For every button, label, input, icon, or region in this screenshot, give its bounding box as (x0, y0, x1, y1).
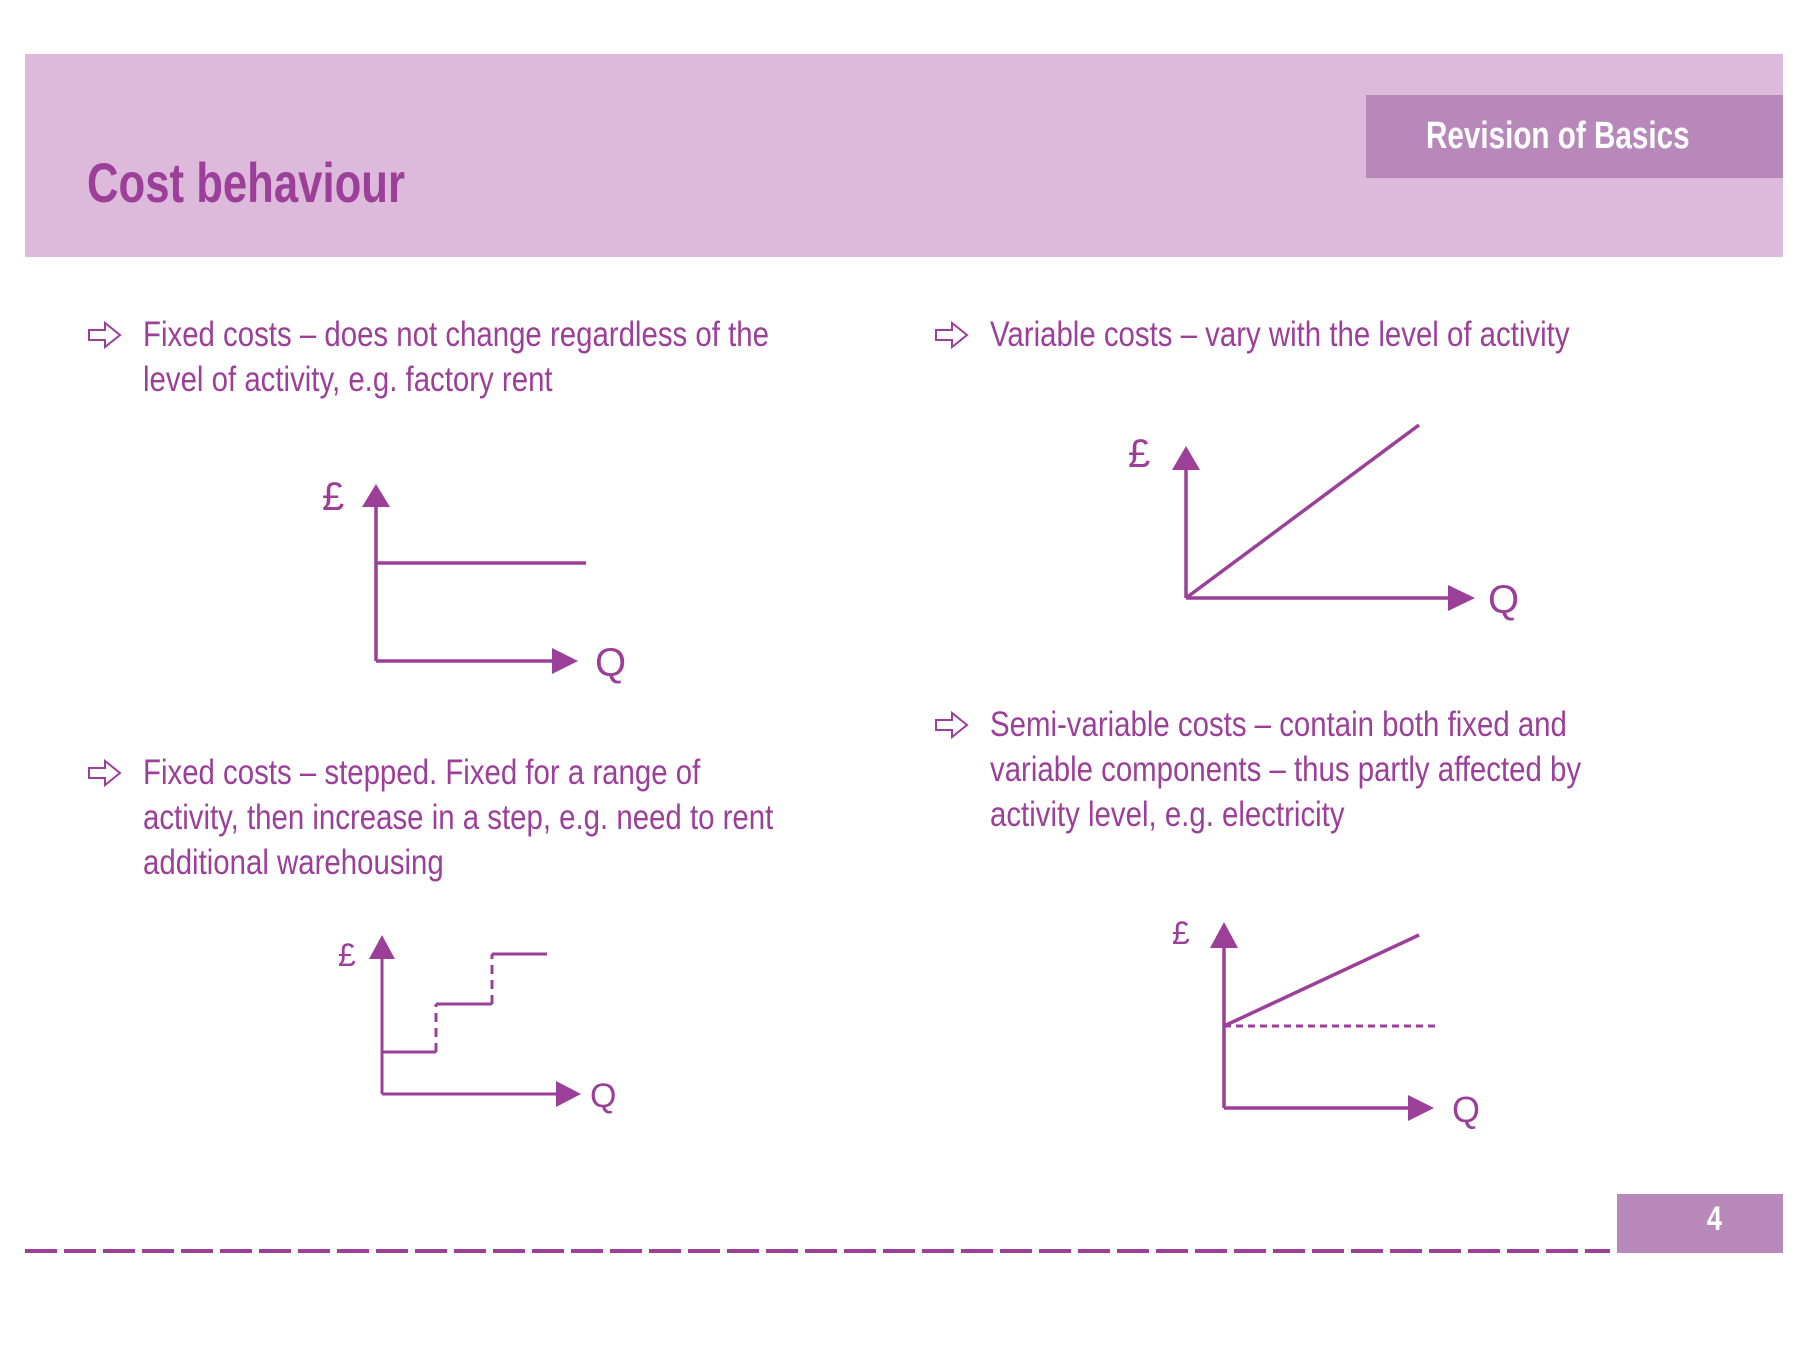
y-axis-label: £ (322, 475, 344, 519)
bullet-line: activity level, e.g. electricity (990, 795, 1345, 834)
arrowhead-icon (362, 484, 390, 507)
fixed-cost-diagram (374, 500, 586, 663)
y-axis-label: £ (1172, 915, 1190, 951)
section-tag-label: Revision of Basics (1426, 115, 1690, 157)
x-axis-label: Q (590, 1077, 616, 1115)
arrowhead-icon (1448, 585, 1475, 611)
arrowhead-icon (1172, 446, 1200, 470)
x-axis-label: Q (1488, 578, 1519, 622)
arrowhead-icon (556, 1081, 581, 1107)
page-number: 4 (1706, 1200, 1723, 1238)
step-line (382, 952, 547, 1054)
arrow-right-icon (88, 320, 122, 350)
bullet-line: variable components – thus partly affect… (990, 750, 1582, 789)
semi-variable-line (1223, 933, 1420, 1028)
bullet-line: Semi-variable costs – contain both fixed… (990, 705, 1567, 744)
arrowhead-icon (1408, 1095, 1434, 1121)
stepped-cost-diagram (380, 952, 560, 1096)
y-axis-label: £ (1128, 432, 1150, 476)
y-axis-label: £ (338, 937, 356, 973)
arrow-right-icon (88, 758, 122, 788)
arrowhead-icon (369, 935, 395, 959)
bullet-line: additional warehousing (143, 843, 444, 882)
bullet-line: activity, then increase in a step, e.g. … (143, 798, 774, 837)
variable-cost-diagram (1184, 423, 1452, 600)
step-riser (434, 954, 494, 1052)
arrowhead-icon (552, 648, 578, 674)
x-axis-label: Q (595, 641, 626, 685)
arrow-right-icon (935, 710, 969, 740)
x-axis-label: Q (1452, 1089, 1480, 1130)
bullet-line: level of activity, e.g. factory rent (143, 360, 553, 399)
bullet-line: Fixed costs – does not change regardless… (143, 315, 769, 354)
bullet-line: Variable costs – vary with the level of … (990, 315, 1570, 354)
semi-variable-cost-diagram (1222, 933, 1440, 1110)
page-title: Cost behaviour (87, 151, 405, 214)
arrow-right-icon (935, 320, 969, 350)
arrowhead-icon (1210, 922, 1238, 948)
bullet-line: Fixed costs – stepped. Fixed for a range… (143, 753, 701, 792)
variable-cost-line (1184, 423, 1421, 600)
page-number-box: 4 (1617, 1194, 1783, 1253)
section-tag: Revision of Basics (1366, 95, 1783, 178)
